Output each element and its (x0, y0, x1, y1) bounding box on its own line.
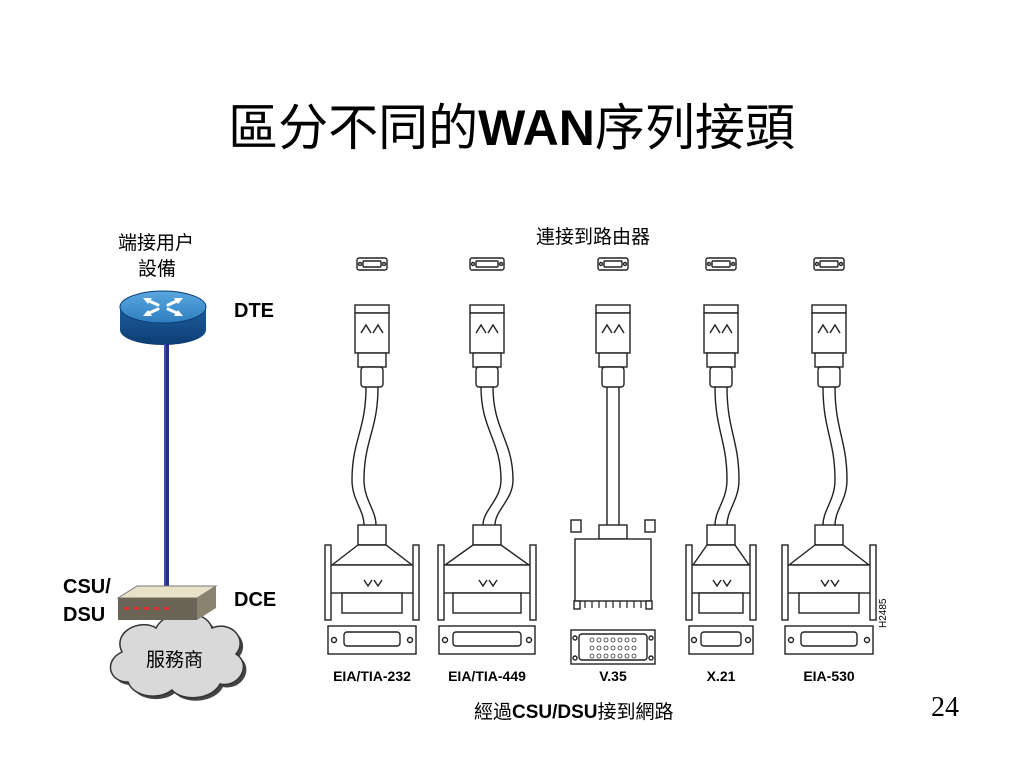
router-csu-link (164, 344, 169, 590)
via-caption-prefix: 經過 (474, 701, 513, 723)
v35-connector-pins (584, 601, 642, 608)
cable-label-eia-tia-449: EIA/TIA-449 (448, 668, 526, 684)
cable-assemblies (324, 257, 877, 665)
cable-label-v35: V.35 (599, 668, 627, 684)
router-icon (119, 290, 207, 345)
cable-v35 (570, 257, 656, 665)
cable-eia-530 (781, 257, 877, 655)
v35-socket-pins (589, 637, 637, 659)
title-suffix: 序列接頭 (594, 99, 795, 157)
csu-dsu-icon (116, 585, 218, 620)
via-csu-dsu-caption: 經過CSU/DSU接到網路 (474, 697, 674, 724)
title-wan: WAN (478, 100, 595, 156)
cable-x21 (685, 257, 757, 655)
dce-label: DCE (234, 589, 277, 611)
csu-dsu-label-line2: DSU (63, 604, 106, 626)
cable-label-x21: X.21 (706, 668, 736, 684)
csu-dsu-label-line1: CSU/ (63, 576, 111, 598)
end-device-label-line2: 設備 (138, 258, 177, 280)
figure-code: H2485 (878, 598, 889, 628)
dte-label: DTE (234, 300, 274, 322)
router-connect-label: 連接到路由器 (536, 226, 651, 248)
service-provider-label: 服務商 (146, 649, 204, 671)
cable-label-eia-tia-232: EIA/TIA-232 (333, 668, 411, 684)
service-provider-cloud (109, 612, 247, 701)
page-number: 24 (931, 692, 959, 723)
via-caption-suffix: 接到網路 (597, 701, 674, 723)
end-device-label-line1: 端接用户 (118, 232, 195, 254)
via-caption-bold: CSU/DSU (512, 702, 598, 723)
cable-label-eia-530: EIA-530 (803, 668, 855, 684)
title-prefix: 區分不同的 (228, 99, 479, 157)
page-title: 區分不同的WAN序列接頭 (0, 88, 1023, 160)
cable-eia-tia-449 (437, 257, 537, 655)
cable-eia-tia-232 (324, 257, 420, 655)
